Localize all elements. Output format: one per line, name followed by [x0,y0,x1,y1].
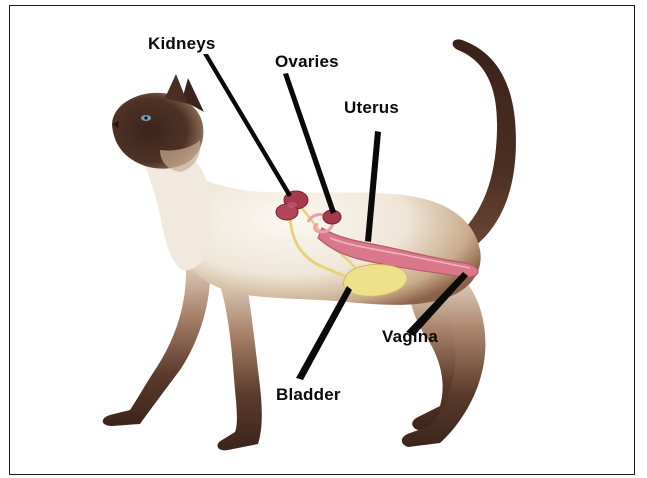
label-vagina: Vagina [382,327,438,347]
label-uterus: Uterus [344,98,399,118]
pointer-kidneys [203,54,292,197]
label-ovaries: Ovaries [275,52,339,72]
cat-fore-leg-right [215,270,262,450]
cat-fore-leg-left [103,255,210,426]
label-kidneys: Kidneys [148,34,216,54]
label-bladder: Bladder [276,385,341,405]
